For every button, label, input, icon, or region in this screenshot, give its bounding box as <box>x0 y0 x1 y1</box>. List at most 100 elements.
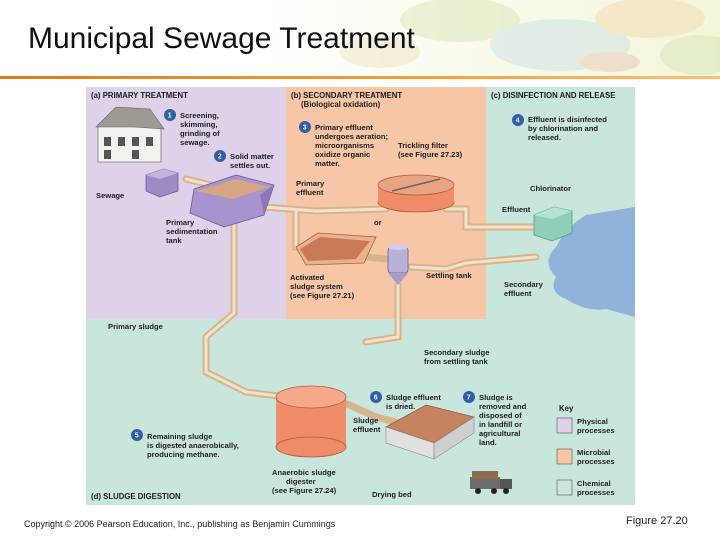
copyright-notice: Copyright © 2006 Pearson Education, Inc.… <box>24 519 336 529</box>
step-3-line-1: Primary effluent <box>315 123 373 132</box>
anaerobic-digester-tank <box>275 385 347 458</box>
key-physical-line-1: Physical <box>577 417 608 426</box>
digester-label-2: digester <box>286 477 316 486</box>
chlorinator-label: Chlorinator <box>530 184 571 193</box>
step-4-badge <box>512 114 524 126</box>
step-1-line-2: skimming, <box>180 120 218 129</box>
step-5-line-3: producing methane. <box>147 450 220 459</box>
house-illustration <box>95 106 165 163</box>
secondary-effluent-label-1: Secondary <box>504 280 544 289</box>
digester-label-1: Anaerobic sludge <box>272 468 336 477</box>
primary-effluent-label-1: Primary <box>296 179 325 188</box>
title-rule <box>0 76 720 79</box>
sewage-treatment-figure: (a) PRIMARY TREATMENT (b) SECONDARY TREA… <box>86 87 635 505</box>
step-4-line-2: by chlorination and <box>528 124 598 133</box>
step-7-line-5: agricultural <box>479 429 520 438</box>
step-3-line-3: microorganisms <box>315 141 374 150</box>
secondary-sludge-label-1: Secondary sludge <box>424 348 489 357</box>
step-5-line-1: Remaining sludge <box>147 432 212 441</box>
primary-tank-label-1: Primary <box>166 218 195 227</box>
key-swatch-chemical <box>556 479 573 496</box>
step-1-line-3: grinding of <box>180 129 220 138</box>
panel-a-header: (a) PRIMARY TREATMENT <box>91 91 188 100</box>
step-5-badge <box>131 429 143 441</box>
step-7-line-6: land. <box>479 438 497 447</box>
figure-label: Figure 27.20 <box>626 515 688 527</box>
step-1-line-1: Screening, <box>180 111 219 120</box>
step-6-line-1: Sludge effluent <box>386 393 441 402</box>
step-1-number: 1 <box>168 113 172 120</box>
step-4-line-1: Effluent is disinfected <box>528 115 607 124</box>
step-2-line-1: Solid matter <box>230 152 274 161</box>
step-7-line-3: disposed of <box>479 411 522 420</box>
step-1-badge <box>164 109 176 121</box>
step-2-line-2: settles out. <box>230 161 270 170</box>
step-3-line-5: matter. <box>315 159 340 168</box>
trickling-filter-label-1: Trickling filter <box>398 141 448 150</box>
activated-sludge-label-2: sludge system <box>290 282 343 291</box>
primary-tank-label-2: sedimentation <box>166 227 218 236</box>
or-label: or <box>374 218 382 227</box>
activated-sludge-tank <box>295 232 377 266</box>
settling-tank-label: Settling tank <box>426 271 472 280</box>
step-7-line-1: Sludge is <box>479 393 513 402</box>
chlorinator-box <box>533 206 573 242</box>
key-chemical-line-2: processes <box>577 488 615 497</box>
primary-tank-label-3: tank <box>166 236 182 245</box>
key-physical-line-2: processes <box>577 426 615 435</box>
step-4-number: 4 <box>516 118 520 125</box>
primary-effluent-label-2: effluent <box>296 188 324 197</box>
step-3-line-2: undergoes aeration; <box>315 132 388 141</box>
step-7-badge <box>463 391 475 403</box>
sludge-effluent-label-1: Sludge <box>353 416 378 425</box>
step-3-badge <box>299 121 311 133</box>
drying-bed <box>385 404 475 460</box>
step-6-badge <box>370 391 382 403</box>
step-4-line-3: released. <box>528 133 561 142</box>
effluent-label: Effluent <box>502 205 531 214</box>
step-3-line-4: oxidize organic <box>315 150 370 159</box>
step-7-number: 7 <box>467 395 471 402</box>
activated-sludge-label-3: (see Figure 27.21) <box>290 291 355 300</box>
settling-tank <box>387 244 409 285</box>
key-title: Key <box>559 404 574 413</box>
panel-c-header: (c) DISINFECTION AND RELEASE <box>491 91 615 100</box>
panel-d-header: (d) SLUDGE DIGESTION <box>91 492 181 501</box>
key-swatch-physical <box>556 417 573 434</box>
figure-svg: (a) PRIMARY TREATMENT (b) SECONDARY TREA… <box>86 87 635 505</box>
trickling-filter-tank <box>377 174 455 213</box>
step-5-line-2: is digested anaerobically, <box>147 441 239 450</box>
key-microbial-line-2: processes <box>577 457 615 466</box>
receiving-water <box>548 207 635 317</box>
trickling-filter-label-2: (see Figure 27.23) <box>398 150 463 159</box>
panel-b-subheader: (Biological oxidation) <box>301 100 381 109</box>
step-2-number: 2 <box>218 154 222 161</box>
truck-illustration <box>470 471 512 494</box>
key-microbial-line-1: Microbial <box>577 448 610 457</box>
header-banner-art <box>0 0 720 80</box>
activated-sludge-label-1: Activated <box>290 273 325 282</box>
sludge-effluent-label-2: effluent <box>353 425 381 434</box>
slide-title: Municipal Sewage Treatment <box>28 22 415 55</box>
drying-bed-label: Drying bed <box>372 490 412 499</box>
step-1-line-4: sewage. <box>180 138 210 147</box>
pipe-cores <box>184 177 543 399</box>
step-7-line-4: in landfill or <box>479 420 522 429</box>
key-chemical-line-1: Chemical <box>577 479 611 488</box>
header-banner <box>0 0 720 80</box>
step-2-badge <box>214 150 226 162</box>
primary-sedimentation-tank <box>189 174 275 228</box>
step-7-line-2: removed and <box>479 402 527 411</box>
step-6-number: 6 <box>374 395 378 402</box>
step-6-line-2: is dried. <box>386 402 415 411</box>
sewage-label: Sewage <box>96 191 124 200</box>
secondary-sludge-label-2: from settling tank <box>424 357 488 366</box>
panel-b-header: (b) SECONDARY TREATMENT <box>291 91 402 100</box>
key-swatch-microbial <box>556 448 573 465</box>
secondary-effluent-label-2: effluent <box>504 289 532 298</box>
step-3-number: 3 <box>303 125 307 132</box>
screening-box <box>145 168 179 198</box>
primary-sludge-label: Primary sludge <box>108 322 163 331</box>
digester-label-3: (see Figure 27.24) <box>272 486 337 495</box>
step-5-number: 5 <box>135 433 139 440</box>
